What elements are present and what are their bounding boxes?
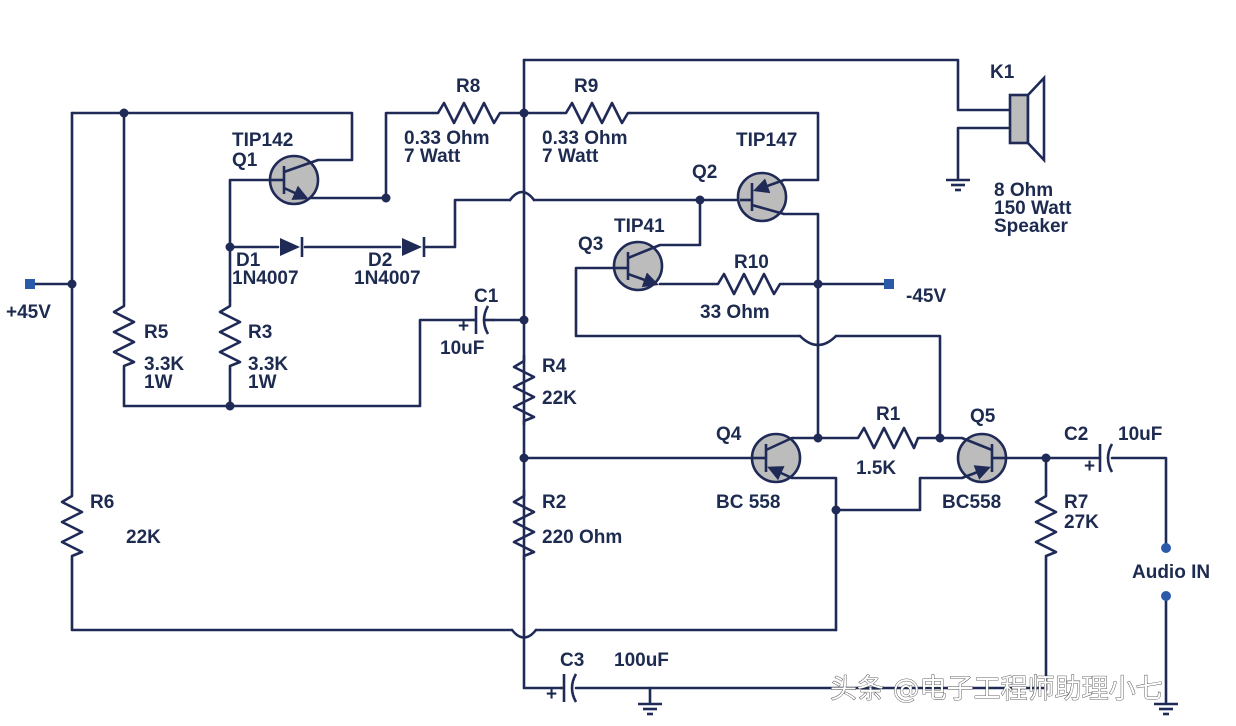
- transistors: [268, 154, 1008, 484]
- r7-label: R7: [1064, 492, 1088, 513]
- r4-resistor: [512, 355, 536, 425]
- r9-resistor: [560, 101, 631, 125]
- r3-label: R3: [248, 322, 272, 343]
- d1-diode: [280, 237, 304, 257]
- c2-value: 10uF: [1118, 424, 1162, 445]
- r6-resistor: [60, 490, 84, 560]
- q5-label: Q5: [970, 406, 996, 427]
- r2-label: R2: [542, 492, 566, 513]
- neg45-terminal: [884, 279, 894, 289]
- r4-value: 22K: [542, 388, 577, 409]
- q3-label: Q3: [578, 234, 603, 255]
- r5-wattage: 1W: [144, 372, 173, 393]
- r8-resistor: [432, 101, 503, 125]
- c2-label: C2: [1064, 424, 1088, 445]
- d2-label: D2: [368, 250, 392, 271]
- q3-transistor: [612, 240, 664, 292]
- q1-label: Q1: [232, 150, 258, 171]
- capacitors: [468, 305, 1114, 703]
- audio-in-bottom-terminal: [1161, 591, 1171, 601]
- r9-value: 0.33 Ohm: [542, 128, 628, 149]
- q1-transistor: [268, 154, 320, 206]
- q3-type: TIP41: [614, 216, 665, 237]
- wires: [28, 58, 1168, 704]
- r5-resistor: [112, 300, 136, 370]
- r5-label: R5: [144, 322, 169, 343]
- d1-label: D1: [236, 250, 261, 271]
- speaker-icon: [1008, 74, 1046, 164]
- audio-in-label: Audio IN: [1132, 562, 1210, 583]
- r1-resistor: [852, 426, 920, 450]
- ground-icon: [946, 178, 970, 192]
- q2-transistor: [736, 171, 788, 223]
- r2-resistor: [512, 490, 536, 560]
- r10-label: R10: [734, 252, 769, 273]
- q5-type: BC558: [942, 492, 1001, 513]
- r7-value: 27K: [1064, 512, 1099, 533]
- k1-label: K1: [990, 62, 1015, 83]
- c2-capacitor: [1098, 443, 1114, 473]
- r9-label: R9: [574, 76, 598, 97]
- q4-transistor: [750, 432, 802, 484]
- junctions: [67, 108, 1051, 515]
- text-labels: +45V -45V R5 3.3K 1W R3 3.3K 1W R6 22K T…: [6, 62, 1210, 705]
- watermark-text: 头条 @电子工程师助理小七: [830, 674, 1163, 705]
- r1-value: 1.5K: [856, 458, 896, 479]
- c1-plus: +: [458, 316, 469, 337]
- r4-label: R4: [542, 356, 567, 377]
- c1-capacitor: [468, 305, 494, 335]
- q1-type: TIP142: [232, 130, 293, 151]
- c3-label: C3: [560, 650, 584, 671]
- r7-resistor: [1034, 490, 1058, 560]
- ground-icon: [638, 702, 662, 716]
- c3-plus: +: [546, 684, 557, 705]
- c3-capacitor: [560, 673, 578, 703]
- d2-diode: [402, 237, 426, 257]
- r10-resistor: [712, 272, 784, 296]
- ground-symbols: [638, 178, 1178, 716]
- pos45-terminal: [25, 279, 35, 289]
- q4-label: Q4: [716, 424, 742, 445]
- c2-plus: +: [1084, 456, 1095, 477]
- diodes: [280, 237, 426, 257]
- r6-label: R6: [90, 492, 114, 513]
- r6-value: 22K: [126, 527, 161, 548]
- r9-wattage: 7 Watt: [542, 146, 599, 167]
- r2-value: 220 Ohm: [542, 527, 622, 548]
- r10-value: 33 Ohm: [700, 302, 770, 323]
- q2-type: TIP147: [736, 130, 797, 151]
- k1-name: Speaker: [994, 216, 1069, 237]
- r3-wattage: 1W: [248, 372, 277, 393]
- q4-type: BC 558: [716, 492, 780, 513]
- audio-in-top-terminal: [1161, 543, 1171, 553]
- pos45-label: +45V: [6, 302, 51, 323]
- q2-label: Q2: [692, 162, 717, 183]
- r8-label: R8: [456, 76, 480, 97]
- r1-label: R1: [876, 404, 901, 425]
- q5-transistor: [956, 432, 1008, 484]
- ground-icon: [1154, 702, 1178, 716]
- r3-value: 3.3K: [248, 354, 288, 375]
- k1-power: 150 Watt: [994, 198, 1072, 219]
- terminals: [25, 279, 1171, 601]
- c1-value: 10uF: [440, 338, 484, 359]
- r8-value: 0.33 Ohm: [404, 128, 490, 149]
- r8-wattage: 7 Watt: [404, 146, 461, 167]
- k1-impedance: 8 Ohm: [994, 180, 1053, 201]
- neg45-label: -45V: [906, 286, 946, 307]
- c3-value: 100uF: [614, 650, 669, 671]
- r5-value: 3.3K: [144, 354, 184, 375]
- c1-label: C1: [474, 286, 499, 307]
- d2-part: 1N4007: [354, 268, 421, 289]
- r3-resistor: [218, 300, 242, 370]
- d1-part: 1N4007: [232, 268, 299, 289]
- resistors: [60, 101, 1058, 560]
